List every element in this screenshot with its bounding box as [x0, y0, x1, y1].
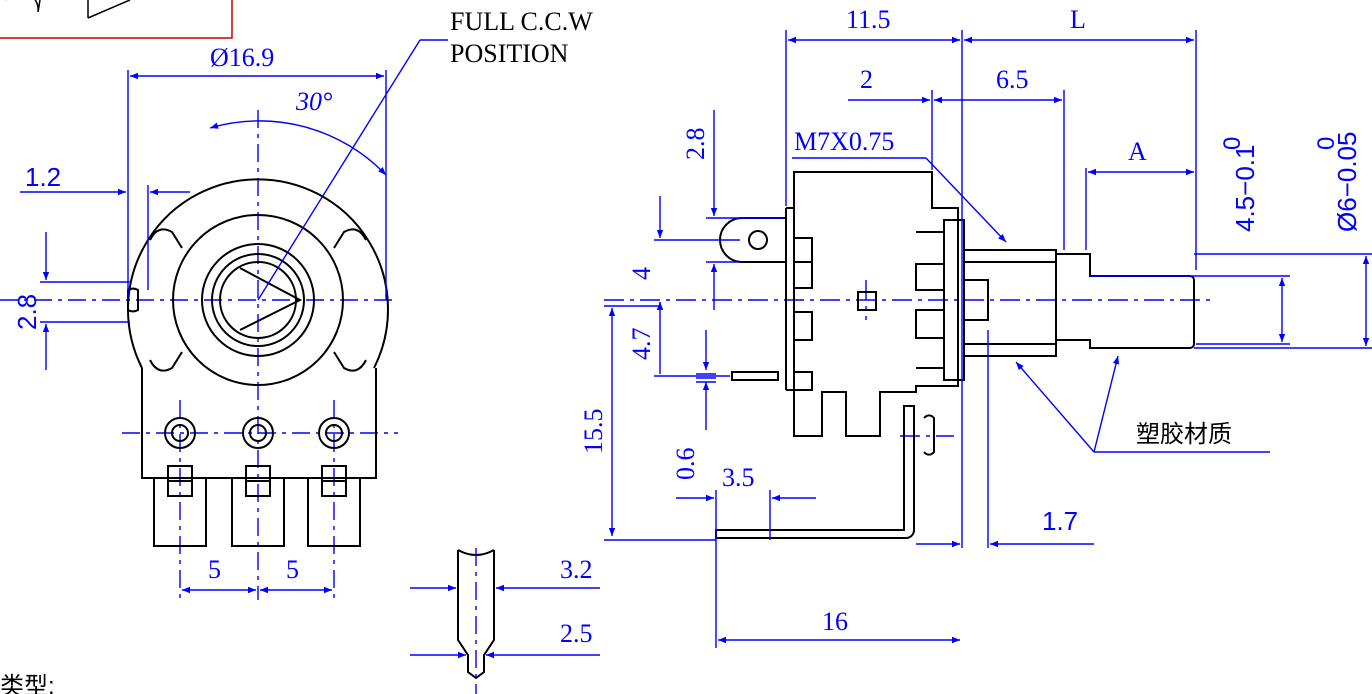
dim-dia-body: Ø16.9 — [210, 43, 274, 72]
side-dim-text: 11.5 L 2 6.5 M7X0.75 A 2.8 4 4.7 15.5 0.… — [579, 5, 1362, 636]
dim-L: L — [1070, 5, 1086, 34]
dim-15-5: 15.5 — [579, 409, 608, 455]
dim-0-6: 0.6 — [671, 448, 700, 481]
material-label: 塑胶材质 — [1136, 421, 1232, 448]
side-body — [715, 171, 1195, 539]
dim-4-7: 4.7 — [627, 328, 656, 361]
tol-6-upper: 0 — [1313, 137, 1340, 150]
dim-16: 16 — [822, 607, 848, 636]
side-centerlines — [604, 280, 1214, 437]
tol-45: 4.5−0.1 — [1230, 145, 1260, 232]
dim-2-8: 2.8 — [12, 294, 42, 330]
front-body — [127, 178, 389, 547]
tol-45-upper: 0 — [1219, 137, 1246, 150]
type-label: 类型: — [0, 673, 55, 694]
dim-pitch-right: 5 — [286, 555, 299, 584]
dim-pitch-left: 5 — [208, 555, 221, 584]
legend-frame-fragment — [0, 0, 233, 39]
dim-angle: 30° — [295, 87, 332, 116]
dim-width-bottom: 2.5 — [560, 619, 593, 648]
thread-label: M7X0.75 — [794, 127, 894, 156]
note-line2: POSITION — [450, 39, 569, 68]
dim-1-2: 1.2 — [25, 162, 61, 192]
front-dim-text: FULL C.C.W POSITION Ø16.9 30° 1.2 2.8 5 … — [12, 7, 593, 584]
front-view: FULL C.C.W POSITION Ø16.9 30° 1.2 2.8 5 … — [0, 7, 593, 600]
front-dimensions — [20, 39, 448, 594]
note-line1: FULL C.C.W — [450, 7, 593, 36]
side-view: 11.5 L 2 6.5 M7X0.75 A 2.8 4 4.7 15.5 0.… — [579, 5, 1372, 648]
dim-11-5: 11.5 — [846, 5, 891, 34]
side-dimensions — [604, 30, 1372, 648]
terminal-detail: 3.2 2.5 — [410, 548, 600, 694]
dim-A: A — [1128, 137, 1147, 166]
dim-width-top: 3.2 — [560, 555, 593, 584]
dim-2: 2 — [860, 65, 873, 94]
dim-1-7: 1.7 — [1042, 506, 1078, 536]
dim-3-5: 3.5 — [722, 463, 755, 492]
tol-6: Ø6−0.05 — [1332, 132, 1362, 232]
dim-6-5: 6.5 — [996, 65, 1029, 94]
dim-4: 4 — [627, 267, 656, 280]
dim-side-2-8: 2.8 — [681, 128, 710, 161]
